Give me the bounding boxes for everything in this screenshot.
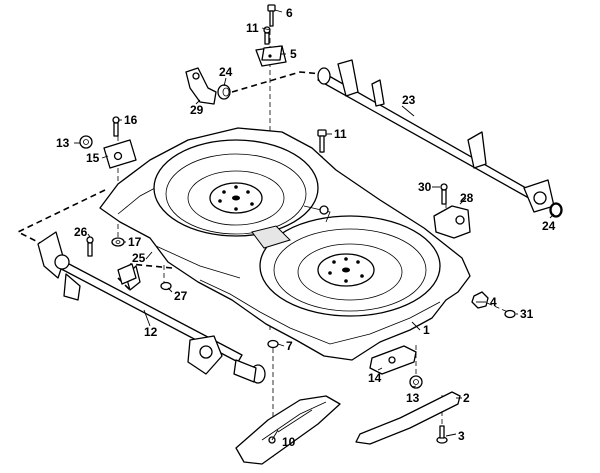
callout-24-left: 24 [219, 65, 233, 79]
callout-6: 6 [286, 6, 293, 20]
nut-part-13-right [409, 375, 423, 389]
bracket-part-15 [103, 139, 137, 169]
callout-25: 25 [132, 251, 146, 265]
mower-deck-housing [99, 127, 471, 361]
callout-11-top: 11 [246, 21, 259, 35]
bushing-part-24-left [217, 84, 231, 100]
callout-5: 5 [290, 47, 297, 61]
bracket-part-5 [255, 45, 287, 67]
screw-part-26 [86, 236, 94, 257]
callout-29: 29 [190, 103, 204, 117]
screw-part-3 [436, 425, 448, 444]
callout-26: 26 [74, 225, 88, 239]
callout-4: 4 [490, 295, 497, 309]
washer-part-7 [267, 339, 279, 349]
bracket-part-28 [433, 205, 471, 239]
washer-part-31 [504, 309, 516, 319]
discharge-chute-part-10 [235, 395, 341, 465]
callout-30: 30 [418, 180, 432, 194]
callout-14: 14 [368, 371, 382, 385]
callout-7: 7 [286, 339, 293, 353]
callout-27: 27 [174, 289, 188, 303]
callout-1: 1 [423, 323, 430, 337]
right-spindle-bolts [328, 257, 364, 283]
arm-part-2 [355, 391, 461, 445]
washer-part-27 [160, 281, 172, 291]
callout-13-right: 13 [406, 391, 420, 405]
nut-part-4 [471, 291, 489, 309]
screw-part-11-deck [317, 129, 327, 153]
nut-part-13-left [79, 135, 93, 149]
callout-12: 12 [144, 325, 158, 339]
screw-part-16 [112, 116, 120, 137]
callout-10: 10 [282, 435, 296, 449]
callout-13-left: 13 [56, 136, 70, 150]
left-spindle-bolts [218, 185, 254, 211]
callout-28: 28 [460, 191, 474, 205]
callout-17: 17 [128, 235, 142, 249]
rear-axle [317, 59, 563, 218]
front-axle [37, 231, 266, 384]
leader-lines [74, 9, 555, 441]
bracket-part-14 [369, 345, 417, 375]
callout-11-deck: 11 [334, 127, 347, 141]
callout-2: 2 [463, 391, 470, 405]
callout-15: 15 [86, 151, 100, 165]
callout-23: 23 [402, 93, 416, 107]
screw-part-6 [267, 4, 276, 27]
screw-part-30 [440, 183, 448, 205]
bushing-part-24-right [550, 203, 562, 217]
clip-part-25 [117, 263, 137, 285]
washer-part-17 [111, 237, 125, 247]
callout-31: 31 [520, 307, 534, 321]
callout-3: 3 [458, 429, 465, 443]
callout-labels: 1 2 3 4 5 6 7 10 11 11 12 13 13 14 15 16… [56, 6, 556, 449]
bracket-part-29 [185, 67, 217, 105]
callout-16: 16 [124, 113, 138, 127]
callout-24-right: 24 [542, 219, 556, 233]
